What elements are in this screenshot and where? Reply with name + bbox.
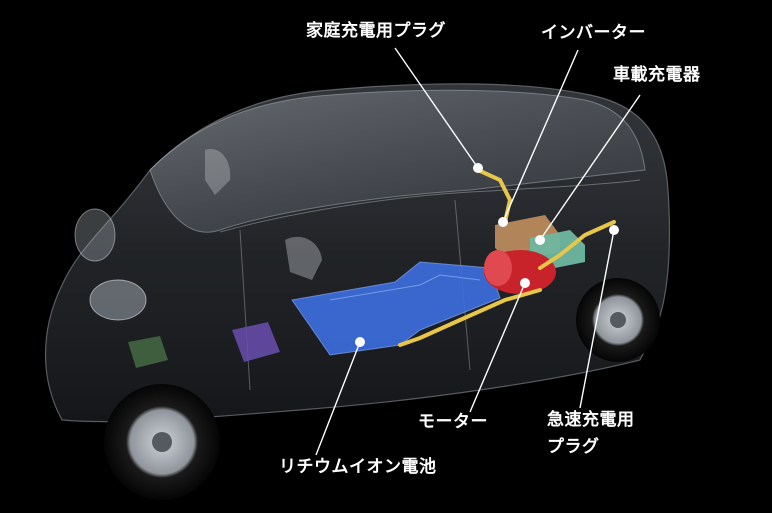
dot-home-plug (473, 163, 483, 173)
battery-pack (291, 261, 501, 356)
leader-quick-plug (579, 229, 615, 409)
dot-charger (535, 235, 545, 245)
label-onboard-charger: 車載充電器 (613, 65, 701, 85)
main-cable (398, 288, 542, 347)
window-line (219, 179, 641, 233)
label-motor: モーター (418, 412, 488, 432)
leader-inverter (502, 49, 579, 223)
headlight (89, 279, 147, 321)
dot-quick-plug (609, 225, 619, 235)
leader-charger (539, 94, 641, 241)
battery-pack-top (329, 274, 481, 301)
door-line-front (239, 229, 251, 391)
front-module (128, 336, 168, 368)
car-glass (149, 89, 646, 233)
label-inverter: インバーター (541, 23, 646, 43)
rear-wheel-hub (610, 312, 626, 328)
dot-battery (355, 337, 365, 347)
anchor-dots (355, 163, 619, 347)
label-quick-charging-plug-line2: プラグ (547, 437, 600, 457)
label-quick-charging-plug-line1: 急速充電用 (547, 410, 635, 430)
dot-motor (520, 278, 530, 288)
headlight-upper (74, 208, 116, 262)
front-seat (285, 236, 322, 280)
quick-plug-cable (538, 220, 616, 270)
dot-inverter (498, 217, 508, 227)
leader-battery (315, 341, 361, 456)
rear-seat (205, 149, 231, 195)
label-lithium-ion-battery: リチウムイオン電池 (279, 457, 437, 477)
leader-motor (469, 282, 526, 413)
front-wheel-hub (152, 432, 172, 452)
label-home-charging-plug: 家庭充電用プラグ (306, 21, 446, 41)
aux-battery (232, 322, 280, 362)
leader-home-plug (394, 47, 479, 169)
motor-unit-end (484, 250, 512, 286)
leader-lines (315, 47, 641, 456)
